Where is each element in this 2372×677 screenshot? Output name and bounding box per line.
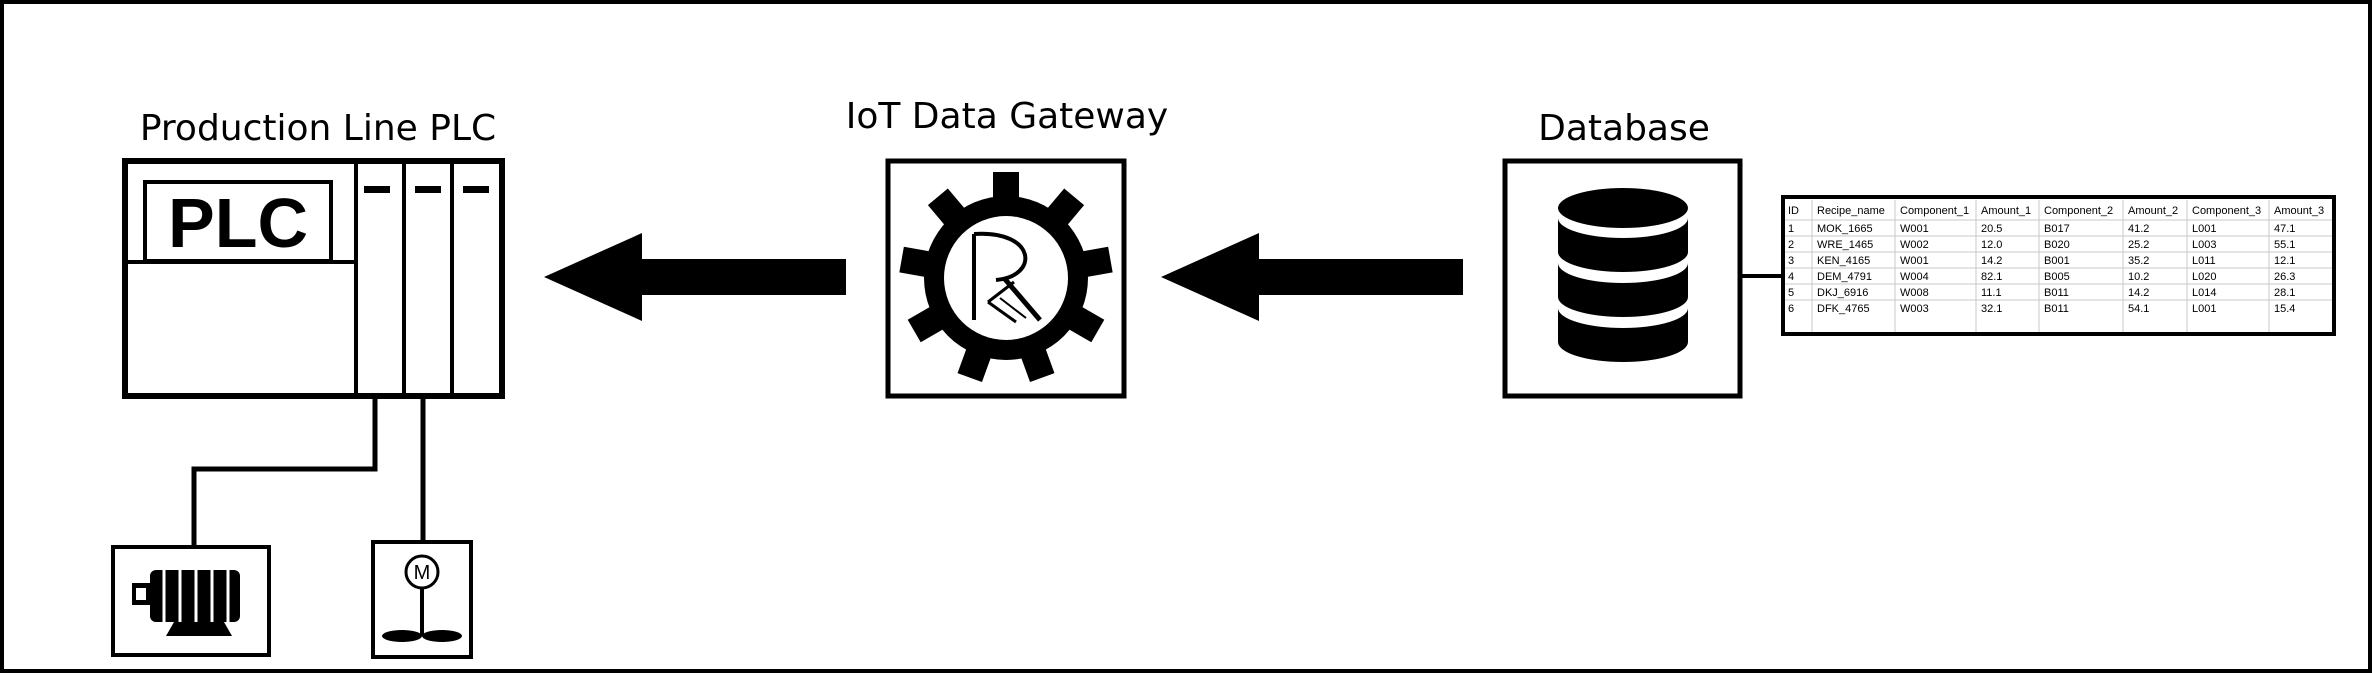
database-icon	[1502, 158, 1743, 399]
table-cell: W002	[1900, 239, 1929, 251]
table-header-cell: Component_2	[2044, 205, 2113, 217]
table-cell: B011	[2044, 303, 2069, 315]
table-cell: 10.2	[2128, 271, 2149, 283]
table-cell: 20.5	[1981, 223, 2002, 235]
table-cell: 1	[1788, 223, 1794, 235]
table-cell: DEM_4791	[1817, 271, 1872, 283]
table-cell: 35.2	[2128, 255, 2149, 267]
gateway-label: IoT Data Gateway	[846, 96, 1169, 137]
table-cell: 14.2	[2128, 287, 2149, 299]
table-header-cell: Recipe_name	[1817, 205, 1885, 217]
table-cell: 2	[1788, 239, 1794, 251]
table-cell: MOK_1665	[1817, 223, 1873, 235]
table-cell: L001	[2192, 303, 2216, 315]
table-cell: DKJ_6916	[1817, 287, 1868, 299]
motor-icon	[111, 545, 271, 657]
plc-label: Production Line PLC	[140, 108, 496, 149]
table-cell: 6	[1788, 303, 1794, 315]
diagram-svg: Production Line PLC IoT Data Gateway Dat…	[111, 96, 2336, 659]
table-cell: KEN_4165	[1817, 255, 1870, 267]
table-cell: 15.4	[2274, 303, 2295, 315]
mixer-symbol: M	[414, 562, 431, 584]
table-cell: 55.1	[2274, 239, 2295, 251]
table-cell: 14.2	[1981, 255, 2002, 267]
table-cell: L003	[2192, 239, 2216, 251]
table-cell: B020	[2044, 239, 2070, 251]
table-cell: W003	[1900, 303, 1929, 315]
table-cell: 25.2	[2128, 239, 2149, 251]
table-cell: 3	[1788, 255, 1794, 267]
table-cell: L011	[2192, 255, 2216, 267]
table-cell: 26.3	[2274, 271, 2295, 283]
table-cell: 28.1	[2274, 287, 2295, 299]
table-cell: 54.1	[2128, 303, 2149, 315]
table-cell: L020	[2192, 271, 2216, 283]
table-cell: W008	[1900, 287, 1929, 299]
table-cell: 11.1	[1981, 287, 2002, 299]
table-cell: W004	[1900, 271, 1929, 283]
table-header-cell: Component_3	[2192, 205, 2261, 217]
table-cell: B005	[2044, 271, 2070, 283]
table-header-cell: Amount_3	[2274, 205, 2324, 217]
table-cell: B001	[2044, 255, 2070, 267]
table-cell: 82.1	[1981, 271, 2002, 283]
table-header-cell: Amount_2	[2128, 205, 2178, 217]
table-cell: 47.1	[2274, 223, 2295, 235]
table-cell: 12.0	[1981, 239, 2002, 251]
table-cell: B011	[2044, 287, 2069, 299]
arrow-left-icon	[544, 233, 846, 321]
table-cell: L001	[2192, 223, 2216, 235]
plc-wiring	[191, 396, 426, 547]
table-cell: 12.1	[2274, 255, 2295, 267]
table-cell: 41.2	[2128, 223, 2149, 235]
table-cell: DFK_4765	[1817, 303, 1870, 315]
table-cell: B017	[2044, 223, 2070, 235]
arrow-left-icon	[1161, 233, 1463, 321]
table-cell: 5	[1788, 287, 1794, 299]
recipe-table: ID Recipe_name Component_1 Amount_1 Componen…	[1781, 195, 2336, 336]
table-cell: W001	[1900, 255, 1929, 267]
table-header-cell: Amount_1	[1981, 205, 2031, 217]
table-header-cell: Component_1	[1900, 205, 1969, 217]
table-header-cell: ID	[1788, 205, 1799, 217]
gear-logo-icon	[885, 158, 1127, 399]
table-cell: 4	[1788, 271, 1794, 283]
mixer-icon: M	[371, 540, 473, 659]
table-cell: 32.1	[1981, 303, 2002, 315]
database-label: Database	[1538, 108, 1710, 149]
plc-badge-text: PLC	[168, 184, 308, 262]
table-cell: L014	[2192, 287, 2216, 299]
plc-icon: PLC	[122, 158, 505, 399]
table-cell: WRE_1465	[1817, 239, 1873, 251]
table-cell: W001	[1900, 223, 1929, 235]
